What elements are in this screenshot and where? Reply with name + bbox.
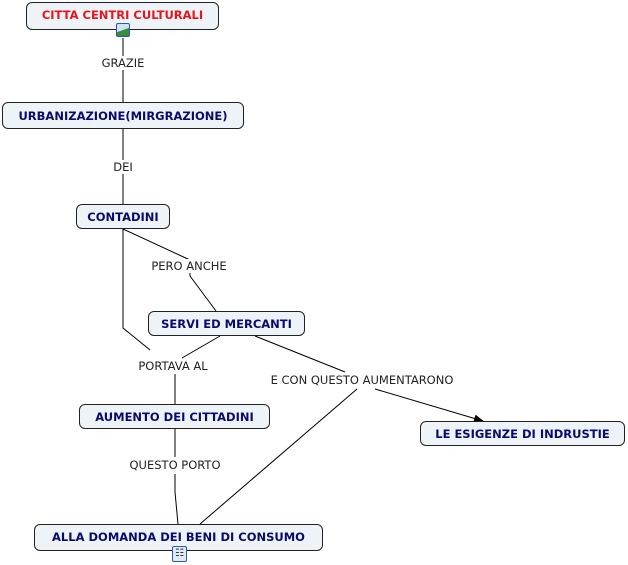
concept-citta-centri-culturali[interactable]: CITTA CENTRI CULTURALI	[26, 2, 219, 30]
link-label-questo-porto[interactable]: QUESTO PORTO	[128, 458, 222, 472]
image-icon[interactable]	[116, 23, 130, 37]
link-label-grazie[interactable]: GRAZIE	[100, 56, 146, 70]
link-label-dei[interactable]: DEI	[112, 160, 134, 174]
submap-icon[interactable]: ☷	[172, 546, 187, 562]
concept-label: URBANIZAZIONE(MIRGRAZIONE)	[18, 108, 228, 123]
concept-esigenze-di-industrie[interactable]: LE ESIGENZE DI INDRUSTIE	[420, 421, 625, 446]
concept-label: AUMENTO DEI CITTADINI	[95, 409, 254, 424]
concept-urbanizzazione[interactable]: URBANIZAZIONE(MIRGRAZIONE)	[2, 102, 244, 129]
concept-contadini[interactable]: CONTADINI	[76, 204, 170, 229]
concept-label: SERVI ED MERCANTI	[161, 316, 292, 331]
concept-label: ALLA DOMANDA DEI BENI DI CONSUMO	[52, 530, 305, 544]
concept-label: CONTADINI	[87, 209, 159, 224]
concept-aumento-dei-cittadini[interactable]: AUMENTO DEI CITTADINI	[79, 404, 270, 429]
link-label-portava-al[interactable]: PORTAVA AL	[137, 359, 209, 373]
link-label-pero-anche[interactable]: PERO ANCHE	[150, 259, 228, 273]
concept-servi-ed-mercanti[interactable]: SERVI ED MERCANTI	[148, 311, 305, 336]
link-label-e-con-questo-aumentarono[interactable]: E CON QUESTO AUMENTARONO	[269, 373, 455, 387]
concept-label: CITTA CENTRI CULTURALI	[41, 8, 204, 22]
concept-label: LE ESIGENZE DI INDRUSTIE	[435, 426, 610, 441]
